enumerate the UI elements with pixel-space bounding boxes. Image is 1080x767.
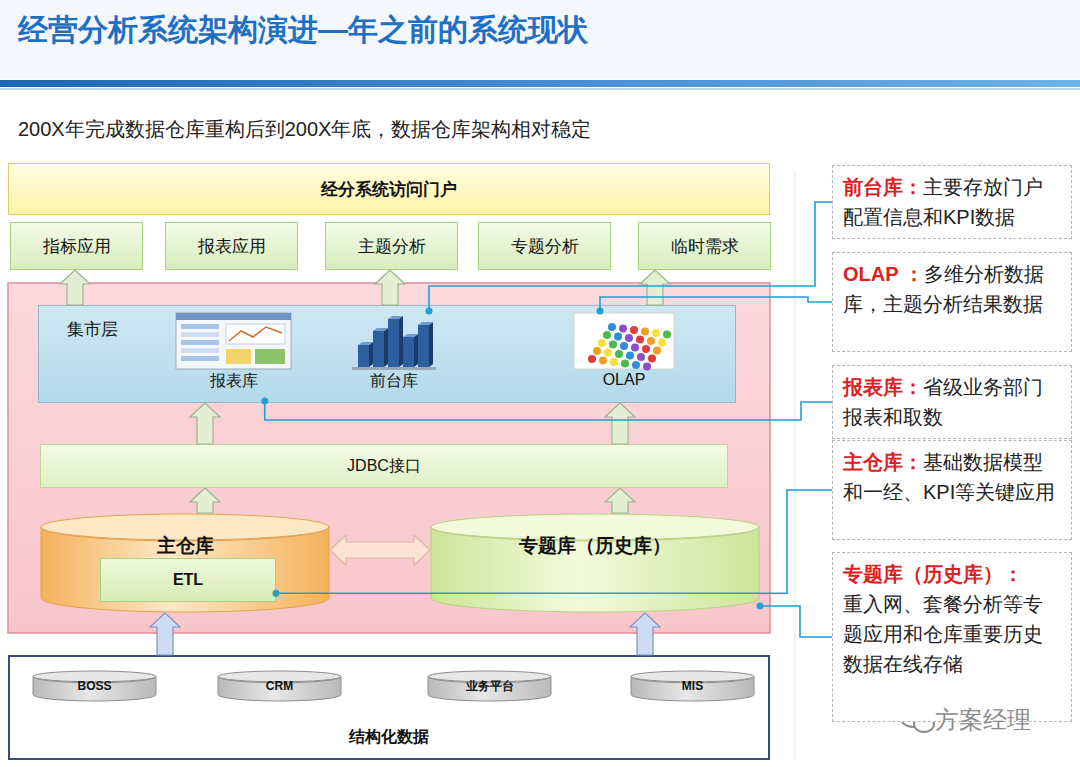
report-db: 报表库 (171, 311, 296, 401)
node-label: 报表库 (171, 371, 296, 392)
node-label: MIS (682, 679, 703, 693)
leader-line (273, 490, 833, 597)
node-label: 前台库 (344, 371, 444, 392)
callout-guide (795, 170, 796, 760)
callout-heading: 主仓库： (843, 451, 923, 473)
app-box: 主题分析 (325, 222, 458, 270)
cylinder-shape (430, 513, 760, 613)
history-cylinder: 专题库（历史库） (430, 513, 760, 613)
leader-line (426, 202, 833, 315)
warehouse-region (8, 283, 770, 633)
node-label: 专题库（历史库） (430, 533, 760, 559)
callout-heading: OLAP ： (843, 263, 924, 285)
node-label: 专题分析 (511, 235, 579, 258)
warehouse-cylinder: 主仓库 ETL (40, 513, 330, 613)
block-arrow (60, 270, 90, 305)
slide-title: 经营分析系统架构演进—年之前的系统现状 (18, 10, 588, 51)
source-db: CRM (217, 670, 342, 702)
callout-heading: 前台库： (843, 176, 923, 198)
node-label: 临时需求 (671, 235, 739, 258)
callout-box: 主仓库：基础数据模型和一经、KPI等关键应用 (832, 440, 1072, 540)
olap-db: OLAP (564, 311, 684, 401)
node-label: 主题分析 (358, 235, 426, 258)
db-icon (344, 311, 444, 371)
block-arrow (640, 270, 670, 305)
callout-box: 前台库：主要存放门户配置信息和KPI数据 (832, 165, 1072, 239)
etl-box: ETL (100, 558, 276, 602)
block-arrow (190, 403, 220, 444)
source-frame: 结构化数据 BOSS CRM 业务平台 MIS (8, 655, 770, 760)
subtitle-note: 200X年完成数据仓库重构后到200X年底，数据仓库架构相对稳定 (18, 116, 591, 143)
node-label: 业务平台 (466, 678, 514, 695)
app-box: 专题分析 (478, 222, 611, 270)
node-label: JDBC接口 (347, 456, 421, 477)
front-db: 前台库 (344, 311, 444, 401)
block-arrow (375, 270, 405, 305)
leader-line (757, 603, 833, 638)
node-label: 报表应用 (198, 235, 266, 258)
node-label: ETL (173, 571, 203, 589)
block-arrow (630, 613, 660, 655)
callout-heading: 专题库（历史库）： (843, 559, 1061, 589)
callout-body: 重入网、套餐分析等专题应用和仓库重要历史数据在线存储 (843, 593, 1043, 675)
app-box: 报表应用 (165, 222, 298, 270)
watermark: 方案经理 (935, 704, 1031, 736)
node-label: 指标应用 (43, 235, 111, 258)
db-icon (171, 311, 296, 371)
leader-line (597, 297, 833, 315)
source-db: MIS (630, 670, 755, 702)
mart-layer: 集市层报表库 前台库 OLAP (38, 305, 736, 403)
title-rule-thin (0, 88, 1080, 90)
app-box: 临时需求 (638, 222, 771, 270)
app-box: 指标应用 (10, 222, 143, 270)
source-db: 业务平台 (427, 670, 552, 702)
block-arrow (605, 403, 635, 444)
callout-box: 报表库：省级业务部门报表和取数 (832, 365, 1072, 439)
callout-heading: 报表库： (843, 376, 923, 398)
node-label: CRM (266, 679, 293, 693)
node-label: BOSS (77, 679, 111, 693)
node-label: 经分系统访问门户 (321, 178, 457, 201)
leader-line (261, 398, 832, 421)
block-arrow (190, 488, 220, 513)
node-label: 集市层 (67, 318, 735, 341)
interface-bar: JDBC接口 (40, 444, 728, 488)
node-label: OLAP (564, 371, 684, 389)
block-arrow (150, 613, 180, 655)
node-label: 主仓库 (40, 533, 330, 559)
block-arrow (330, 535, 430, 565)
node-label: 结构化数据 (349, 727, 429, 748)
db-icon (564, 311, 684, 371)
callout-box: 专题库（历史库）： 重入网、套餐分析等专题应用和仓库重要历史数据在线存储 (832, 552, 1072, 722)
block-arrow (605, 488, 635, 513)
title-rule (0, 80, 1080, 87)
source-db: BOSS (32, 670, 157, 702)
portal-band: 经分系统访问门户 (8, 163, 770, 215)
title-ground (0, 0, 1080, 78)
callout-box: OLAP ：多维分析数据库，主题分析结果数据 (832, 252, 1072, 352)
